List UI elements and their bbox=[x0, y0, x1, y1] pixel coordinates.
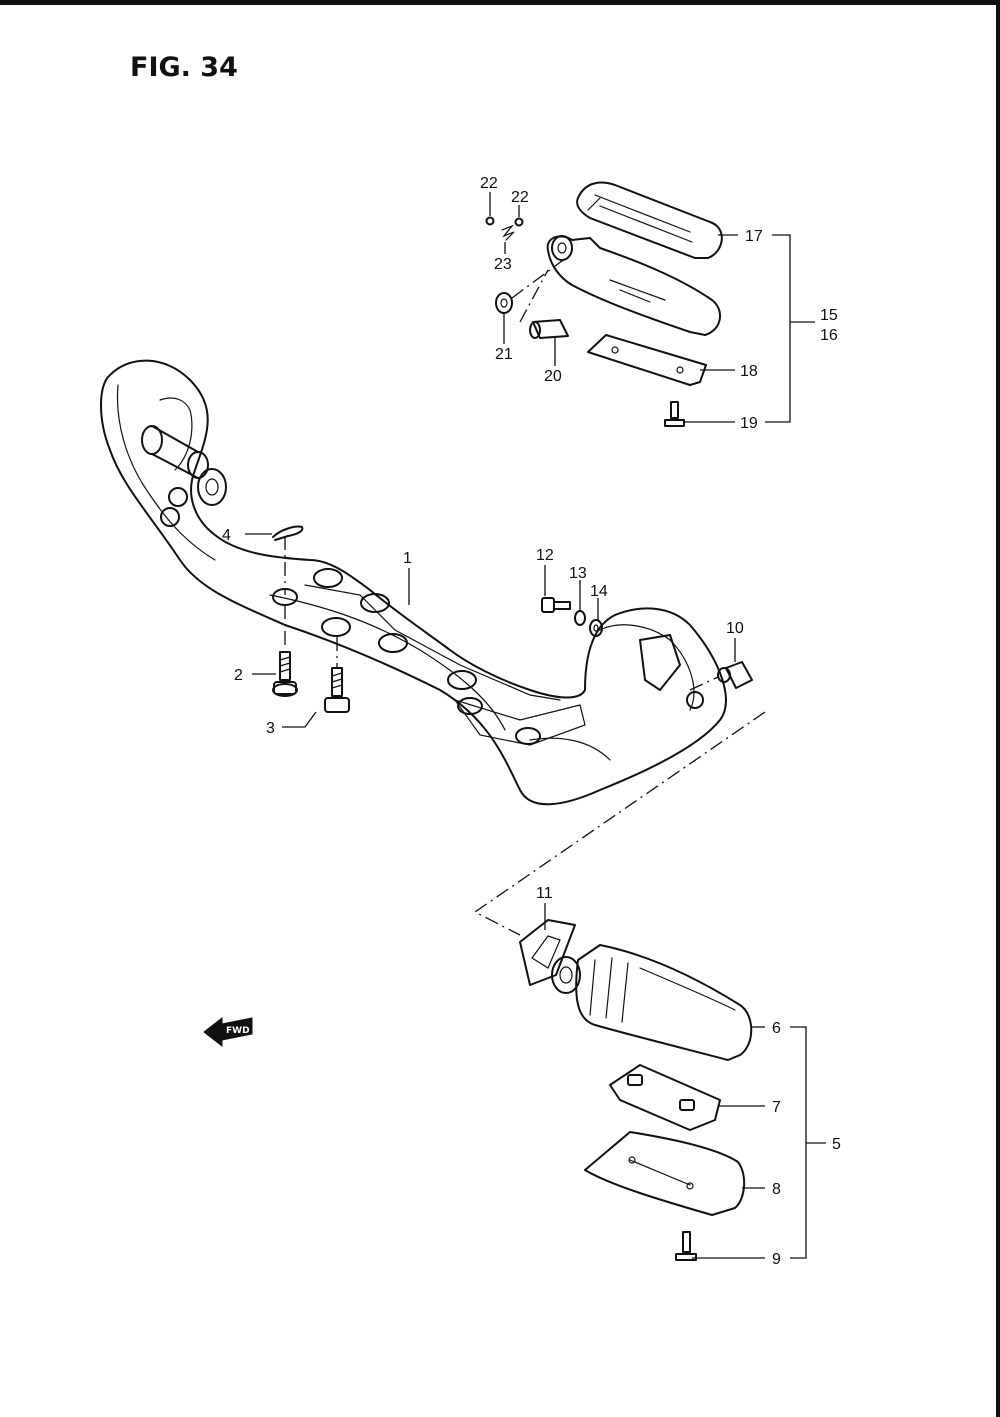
callout-13: 13 bbox=[569, 565, 587, 582]
callout-12: 12 bbox=[536, 547, 554, 564]
footrest-bracket-part-1 bbox=[100, 359, 727, 806]
pivot-pin-part-20 bbox=[519, 269, 569, 339]
sheet-right-border bbox=[996, 0, 1000, 1417]
callout-14: 14 bbox=[590, 583, 608, 600]
callout-22-right: 22 bbox=[511, 189, 529, 206]
leader-lines bbox=[245, 192, 826, 1259]
callout-19: 19 bbox=[740, 415, 758, 432]
callout-8: 8 bbox=[772, 1181, 781, 1198]
collar-part-10 bbox=[689, 661, 753, 691]
callout-10: 10 bbox=[726, 620, 744, 637]
callout-21: 21 bbox=[495, 346, 513, 363]
fwd-label: FWD bbox=[226, 1026, 250, 1036]
callout-20: 20 bbox=[544, 368, 562, 385]
callout-2: 2 bbox=[234, 667, 243, 684]
plate-part-18 bbox=[587, 334, 707, 386]
callout-7: 7 bbox=[772, 1099, 781, 1116]
callout-1: 1 bbox=[403, 550, 412, 567]
callout-5: 5 bbox=[832, 1136, 841, 1153]
sheet-top-border bbox=[0, 0, 1000, 5]
callout-3: 3 bbox=[266, 720, 275, 737]
callout-15: 15 bbox=[820, 307, 838, 324]
callout-4: 4 bbox=[222, 527, 231, 544]
footpeg-rubber-part-17 bbox=[576, 181, 723, 259]
callout-22-left: 22 bbox=[480, 175, 498, 192]
callout-23: 23 bbox=[494, 256, 512, 273]
forward-direction-badge: FWD bbox=[203, 1016, 253, 1048]
plate-part-7 bbox=[609, 1064, 721, 1131]
bolt-part-12 bbox=[541, 597, 571, 613]
washer-part-21 bbox=[495, 254, 571, 314]
callout-6: 6 bbox=[772, 1020, 781, 1037]
bolt-part-3 bbox=[324, 637, 350, 713]
rubber-pad-part-8 bbox=[584, 1131, 746, 1216]
spring-part-23 bbox=[501, 224, 515, 241]
callout-17: 17 bbox=[745, 228, 763, 245]
callout-11: 11 bbox=[536, 885, 553, 902]
screw-part-19 bbox=[664, 401, 685, 427]
ball-part-22a bbox=[485, 216, 495, 226]
screw-part-9 bbox=[675, 1231, 697, 1261]
bolt-part-2 bbox=[272, 605, 298, 697]
callout-9: 9 bbox=[772, 1251, 781, 1268]
callout-16: 16 bbox=[820, 327, 838, 344]
footpeg-part-6 bbox=[551, 944, 753, 1061]
figure-title: FIG. 34 bbox=[130, 52, 238, 83]
cotter-pin-part-4 bbox=[272, 525, 304, 595]
spring-washer-part-13 bbox=[574, 610, 586, 626]
footpeg-arm-part-15-16 bbox=[546, 235, 721, 336]
callout-18: 18 bbox=[740, 363, 758, 380]
washer-part-14 bbox=[589, 619, 603, 637]
ball-part-22b bbox=[514, 217, 524, 227]
rubber-washer-part-11 bbox=[519, 919, 576, 986]
assembly-connector-line bbox=[473, 711, 766, 936]
